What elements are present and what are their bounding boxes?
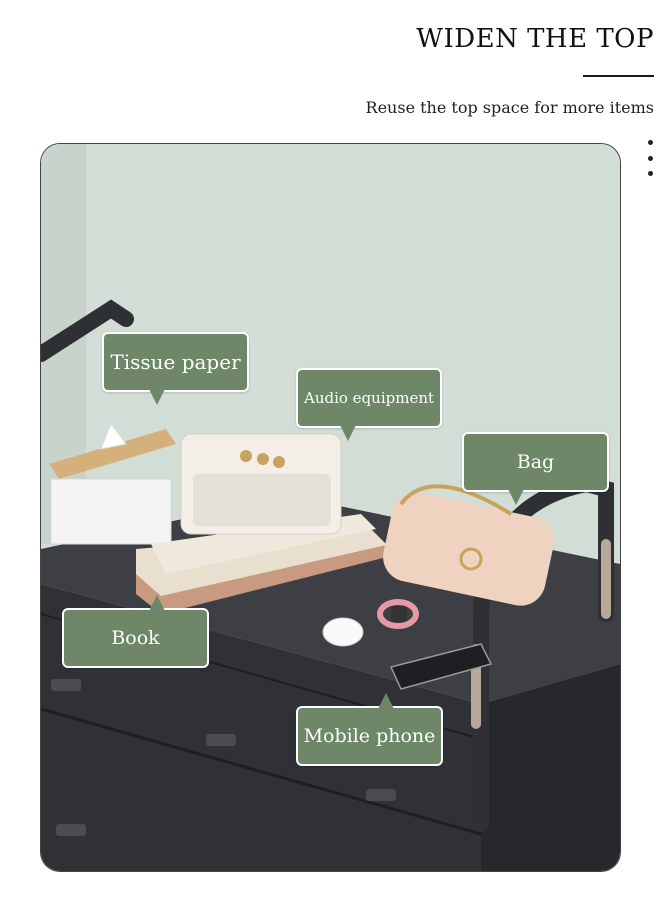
page-title: WIDEN THE TOP xyxy=(416,24,654,54)
callout-label: Audio equipment xyxy=(303,389,435,407)
callout-audio-equipment: Audio equipment xyxy=(296,368,442,441)
more-options-icon[interactable] xyxy=(645,140,655,176)
product-photo xyxy=(40,143,621,872)
title-underline xyxy=(583,75,654,77)
callout-label: Mobile phone xyxy=(303,725,436,747)
page-subtitle: Reuse the top space for more items xyxy=(365,98,654,117)
callout-tissue-paper: Tissue paper xyxy=(102,332,249,405)
callout-bag: Bag xyxy=(462,432,609,505)
storage-cabinet-illustration xyxy=(41,144,620,871)
callout-label: Book xyxy=(111,627,160,649)
callout-label: Bag xyxy=(516,451,555,473)
callout-label: Tissue paper xyxy=(110,350,241,374)
callout-book: Book xyxy=(62,595,209,668)
callout-mobile-phone: Mobile phone xyxy=(296,693,443,766)
